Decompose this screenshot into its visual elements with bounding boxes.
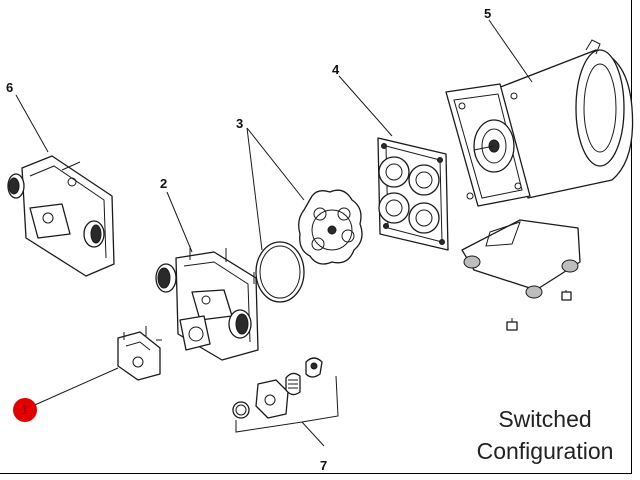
pump-head-upper	[7, 155, 115, 277]
motor-mount-bracket	[461, 219, 581, 331]
valve-disc	[298, 189, 363, 265]
motor-assembly	[445, 39, 634, 207]
callout-1: 1	[21, 403, 29, 417]
diaphragm-housing	[377, 137, 449, 251]
diagram-frame	[0, 0, 632, 474]
check-valve-kit	[232, 357, 323, 419]
callout-3: 3	[236, 116, 244, 131]
pump-head	[155, 246, 259, 361]
caption-line-1: Switched	[498, 406, 592, 432]
callout-6: 6	[6, 80, 14, 95]
callout-leaders	[15, 19, 533, 447]
callout-7: 7	[320, 458, 328, 473]
callout-2: 2	[160, 176, 168, 191]
o-ring	[255, 241, 305, 303]
callout-1-highlight-badge[interactable]: 1	[13, 398, 37, 422]
caption-line-2: Configuration	[476, 438, 614, 464]
callout-4: 4	[332, 62, 340, 77]
pressure-switch	[117, 326, 162, 381]
callout-5: 5	[484, 6, 492, 21]
